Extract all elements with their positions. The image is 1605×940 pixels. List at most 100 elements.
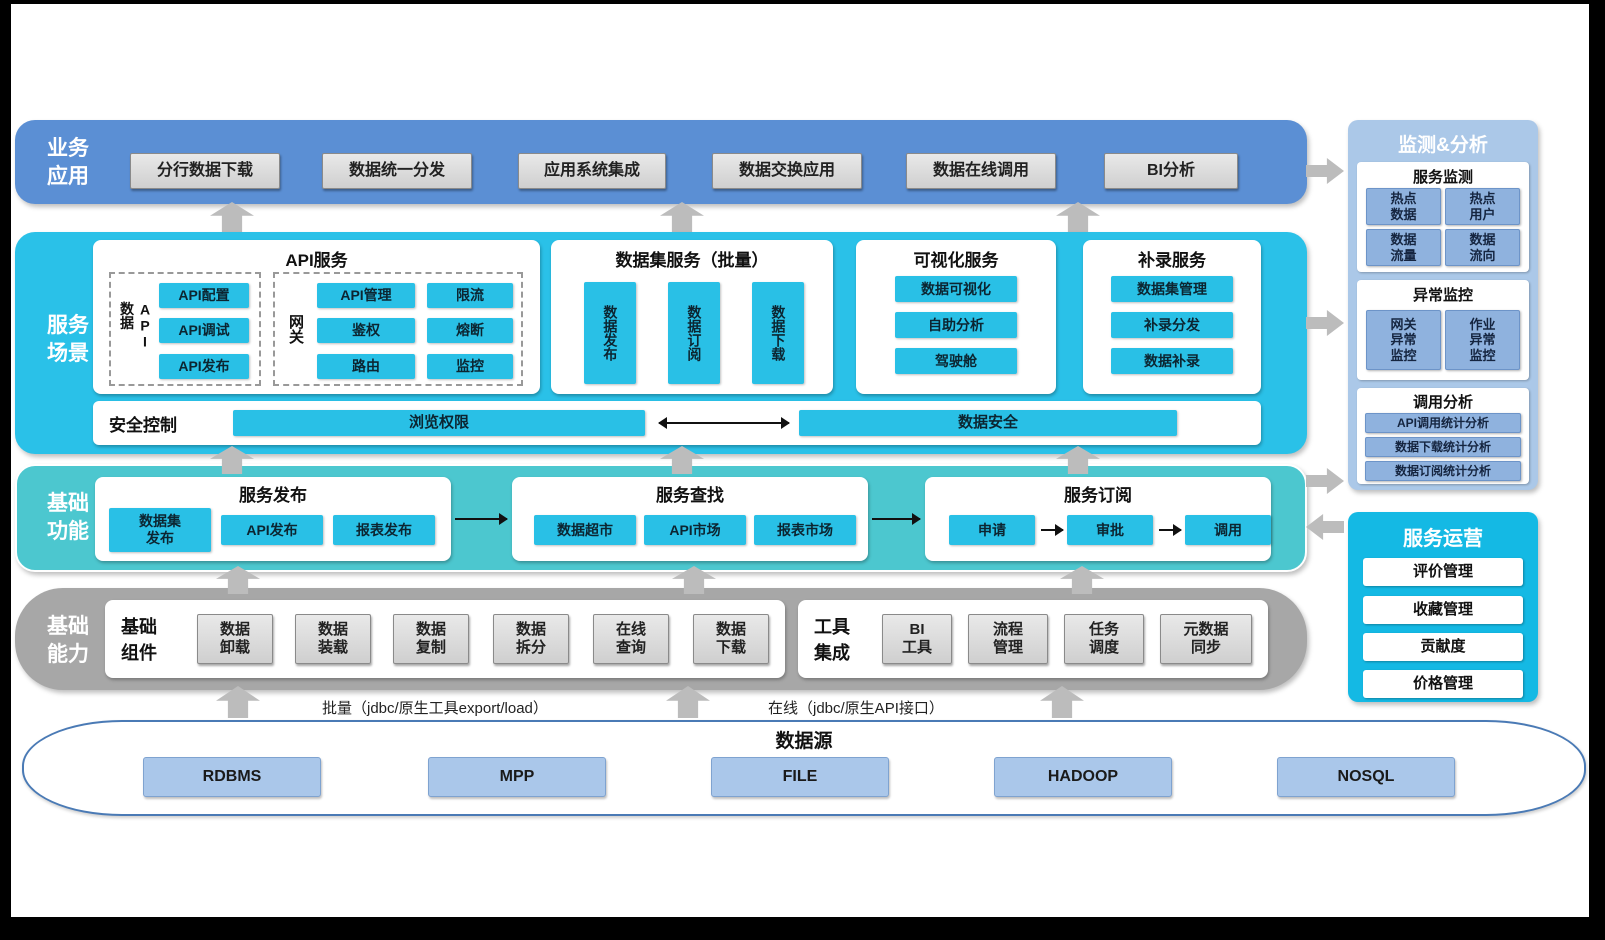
button-supplement-distribute[interactable]: 补录分发 (1111, 312, 1233, 338)
button-api-publish2[interactable]: API发布 (221, 515, 323, 545)
button-bi-analysis[interactable]: BI分析 (1104, 153, 1238, 189)
button-api-debug[interactable]: API调试 (159, 318, 249, 343)
button-monitoring[interactable]: 监控 (427, 354, 513, 379)
button-mpp[interactable]: MPP (428, 757, 606, 797)
button-auth[interactable]: 鉴权 (317, 318, 415, 343)
card-service-publish: 服务发布 数据集 发布 API发布 报表发布 (95, 477, 451, 561)
card-call-analysis: 调用分析 API调用统计分析 数据下载统计分析 数据订阅统计分析 (1357, 388, 1529, 484)
button-online-query[interactable]: 在线 查询 (593, 614, 669, 664)
card-tool-integration: 工具 集成 BI 工具 流程 管理 任务 调度 元数据 同步 (798, 600, 1268, 678)
flow-arrow (1159, 524, 1182, 536)
button-data-supplement[interactable]: 数据补录 (1111, 348, 1233, 374)
button-data-subscribe[interactable]: 数据订阅 (668, 282, 720, 384)
button-data-load[interactable]: 数据 装载 (295, 614, 371, 664)
band-label-scenarios: 服务 场景 (47, 314, 89, 366)
button-invoke[interactable]: 调用 (1185, 515, 1271, 545)
button-data-traffic[interactable]: 数据 流量 (1366, 229, 1441, 266)
button-unified-distribution[interactable]: 数据统一分发 (322, 153, 472, 189)
right-arrow (1306, 310, 1344, 336)
card-basic-components: 基础 组件 数据 卸载 数据 装载 数据 复制 数据 拆分 在线 查询 数据 下… (105, 600, 785, 678)
button-api-manage[interactable]: API管理 (317, 283, 415, 308)
data-api-group-label: 数据API (119, 301, 153, 350)
button-dataset-publish[interactable]: 数据集 发布 (109, 508, 211, 552)
button-metadata-sync[interactable]: 元数据 同步 (1160, 614, 1252, 664)
button-price-manage[interactable]: 价格管理 (1363, 670, 1523, 698)
button-gateway-exception[interactable]: 网关 异常 监控 (1366, 310, 1441, 370)
security-control-label: 安全控制 (109, 415, 177, 435)
button-self-analysis[interactable]: 自助分析 (895, 312, 1017, 338)
button-evaluation-manage[interactable]: 评价管理 (1363, 558, 1523, 586)
button-branch-data-download[interactable]: 分行数据下载 (130, 153, 280, 189)
button-subscribe-stats[interactable]: 数据订阅统计分析 (1365, 461, 1521, 481)
up-arrow (216, 686, 260, 718)
button-rate-limit[interactable]: 限流 (427, 283, 513, 308)
button-data-visualization[interactable]: 数据可视化 (895, 276, 1017, 302)
button-report-market[interactable]: 报表市场 (754, 515, 856, 545)
card-exception-monitor: 异常监控 网关 异常 监控 作业 异常 监控 (1357, 280, 1529, 380)
button-process-manage[interactable]: 流程 管理 (968, 614, 1048, 664)
data-api-group: 数据API API配置 API调试 API发布 (109, 272, 261, 386)
band-label-functions: 基础 功能 (47, 492, 89, 544)
button-data-flow-direction[interactable]: 数据 流向 (1445, 229, 1520, 266)
card-title-service-search: 服务查找 (656, 486, 724, 505)
card-service-monitor: 服务监测 热点 数据 热点 用户 数据 流量 数据 流向 (1357, 162, 1529, 272)
security-control-bar: 安全控制 浏览权限 数据安全 (93, 401, 1261, 445)
button-dataset-manage[interactable]: 数据集管理 (1111, 276, 1233, 302)
button-job-exception[interactable]: 作业 异常 监控 (1445, 310, 1520, 370)
up-arrow (666, 686, 710, 718)
right-arrow (1306, 468, 1344, 494)
left-arrow (1306, 514, 1344, 540)
button-cockpit[interactable]: 驾驶舱 (895, 348, 1017, 374)
button-bi-tool[interactable]: BI 工具 (882, 614, 952, 664)
button-download-stats[interactable]: 数据下载统计分析 (1365, 437, 1521, 457)
card-title-api-service: API服务 (285, 251, 348, 270)
up-arrow (210, 202, 254, 232)
button-hot-users[interactable]: 热点 用户 (1445, 188, 1520, 225)
flow-arrow (455, 513, 508, 525)
card-api-service: API服务 数据API API配置 API调试 API发布 网关 API管理 限… (93, 240, 540, 394)
button-api-publish[interactable]: API发布 (159, 354, 249, 379)
button-online-data-call[interactable]: 数据在线调用 (906, 153, 1056, 189)
frame-right (1589, 0, 1605, 940)
frame-bottom (0, 917, 1605, 940)
button-hot-data[interactable]: 热点 数据 (1366, 188, 1441, 225)
button-file[interactable]: FILE (711, 757, 889, 797)
button-apply[interactable]: 申请 (949, 515, 1035, 545)
button-contribution[interactable]: 贡献度 (1363, 633, 1523, 661)
button-data-download2[interactable]: 数据 下载 (693, 614, 769, 664)
gateway-group: 网关 API管理 限流 鉴权 熔断 路由 监控 (273, 272, 523, 386)
card-title-supplement: 补录服务 (1138, 251, 1206, 270)
button-data-unload[interactable]: 数据 卸载 (197, 614, 273, 664)
button-data-copy[interactable]: 数据 复制 (393, 614, 469, 664)
button-hadoop[interactable]: HADOOP (994, 757, 1172, 797)
button-data-exchange-app[interactable]: 数据交换应用 (712, 153, 862, 189)
button-data-split[interactable]: 数据 拆分 (493, 614, 569, 664)
button-data-download[interactable]: 数据下载 (752, 282, 804, 384)
button-rdbms[interactable]: RDBMS (143, 757, 321, 797)
card-visualization-service: 可视化服务 数据可视化 自助分析 驾驶舱 (856, 240, 1056, 394)
button-nosql[interactable]: NOSQL (1277, 757, 1455, 797)
button-api-market[interactable]: API市场 (644, 515, 746, 545)
button-circuit-break[interactable]: 熔断 (427, 318, 513, 343)
band-label-business: 业务 应用 (47, 137, 89, 189)
data-security-bar[interactable]: 数据安全 (799, 410, 1177, 436)
button-api-config[interactable]: API配置 (159, 283, 249, 308)
basic-components-label: 基础 组件 (121, 617, 157, 663)
button-report-publish[interactable]: 报表发布 (333, 515, 435, 545)
button-data-publish[interactable]: 数据发布 (584, 282, 636, 384)
button-api-call-stats[interactable]: API调用统计分析 (1365, 413, 1521, 433)
double-arrow (658, 417, 790, 429)
button-routing[interactable]: 路由 (317, 354, 415, 379)
card-supplement-service: 补录服务 数据集管理 补录分发 数据补录 (1083, 240, 1261, 394)
button-task-schedule[interactable]: 任务 调度 (1064, 614, 1144, 664)
datasource-title: 数据源 (775, 731, 833, 752)
button-favorites-manage[interactable]: 收藏管理 (1363, 596, 1523, 624)
button-approve[interactable]: 审批 (1067, 515, 1153, 545)
card-dataset-service: 数据集服务（批量） 数据发布 数据订阅 数据下载 (551, 240, 833, 394)
button-app-system-integration[interactable]: 应用系统集成 (518, 153, 666, 189)
flow-arrow (1041, 524, 1064, 536)
browse-permission-bar[interactable]: 浏览权限 (233, 410, 645, 436)
gateway-group-label: 网关 (287, 314, 304, 344)
button-data-mart[interactable]: 数据超市 (534, 515, 636, 545)
